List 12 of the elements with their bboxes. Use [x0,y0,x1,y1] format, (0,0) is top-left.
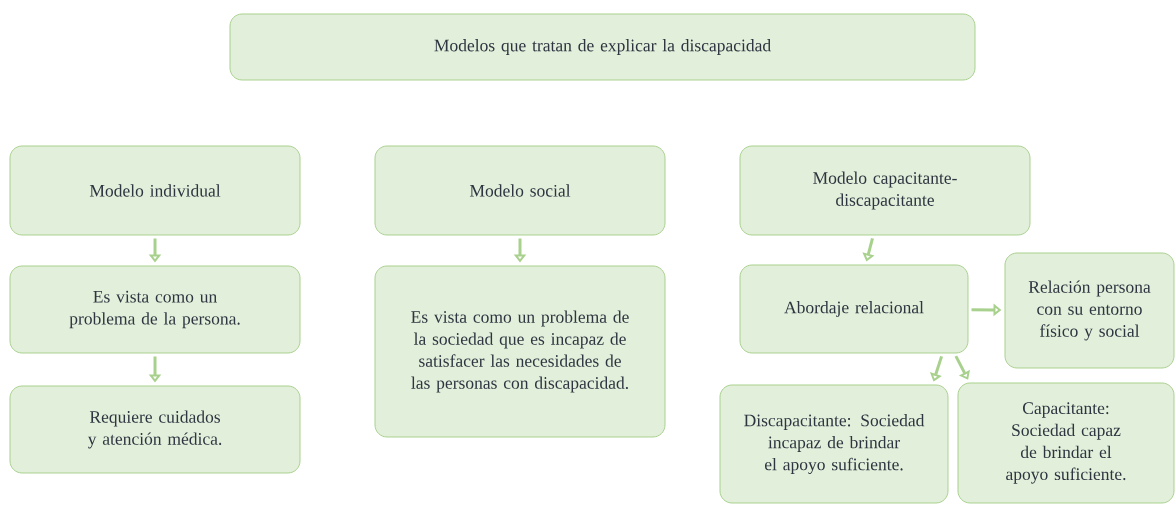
text-box: Es vista como un problema de la sociedad que es incapaz de satisfacer las necesidades de las personas con discapacidad. [374,265,666,438]
text-box: Relación persona con su entorno físico y social [1004,252,1175,369]
text-box: Modelo individual [9,145,301,236]
text-box: Requiere cuidados y atención médica. [9,385,301,474]
text-box: Discapacitante: Sociedad incapaz de brindar el apoyo suficiente. [719,384,949,504]
text-box: Es vista como un problema de la persona. [9,265,301,354]
text-box: Abordaje relacional [739,264,969,354]
text-box: Modelo capacitante-discapacitante [739,145,1031,236]
arrow [954,355,970,380]
text-box: Capacitante: Sociedad capaz de brindar el apoyo suficiente. [957,382,1175,504]
text-box: Modelo social [374,145,666,236]
text-box: Modelos que tratan de explicar la discapacidad [229,13,976,81]
